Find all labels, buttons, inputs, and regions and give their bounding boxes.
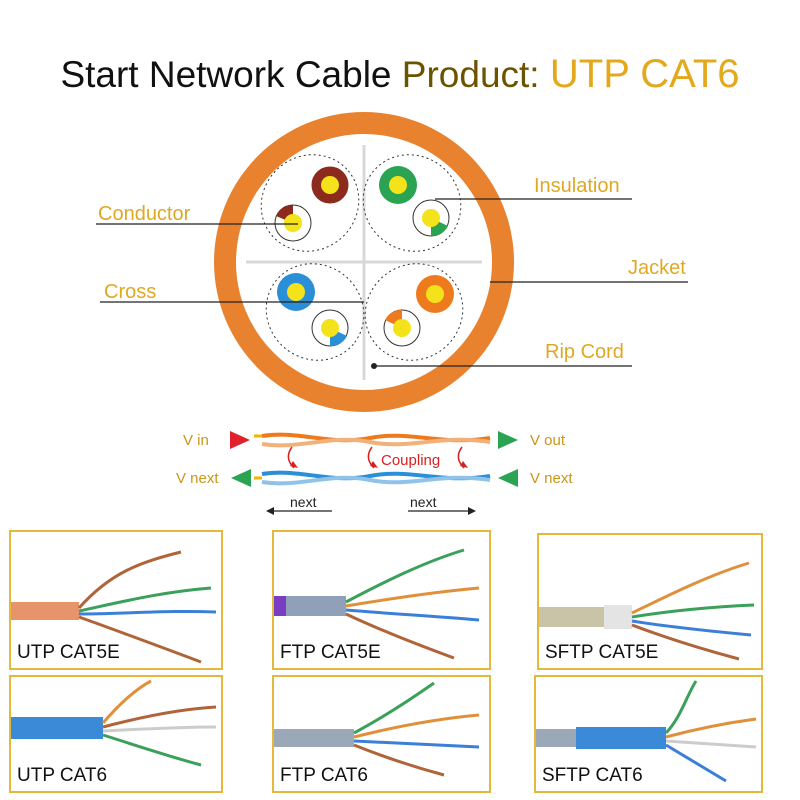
label-insulation: Insulation xyxy=(534,175,620,197)
pair-orange xyxy=(383,275,454,347)
leader-lines xyxy=(96,198,688,367)
cable-label: SFTP CAT5E xyxy=(545,642,659,663)
next-left-label: next xyxy=(290,494,317,510)
pair-green xyxy=(379,166,450,237)
v-next-left-label: V next xyxy=(176,470,219,487)
cable-illustration-utp-cat6 xyxy=(11,679,217,767)
cable-box-ftp-cat6: FTP CAT6 xyxy=(272,675,491,793)
page-title: Start Network Cable Product: UTP CAT6 xyxy=(0,52,800,97)
cable-illustration-utp-cat5e xyxy=(11,550,217,664)
cable-label: UTP CAT5E xyxy=(17,642,120,663)
v-next-right-arrow xyxy=(498,469,518,487)
cable-label: FTP CAT5E xyxy=(280,642,381,663)
coupling-label: Coupling xyxy=(381,452,440,469)
title-product-label: Product: xyxy=(401,54,540,95)
cable-label: UTP CAT6 xyxy=(17,765,108,786)
cross-separator xyxy=(246,145,482,380)
v-in-label: V in xyxy=(183,432,209,449)
cable-illustration-sftp-cat5e xyxy=(539,561,755,661)
cable-box-utp-cat5e: UTP CAT5E xyxy=(9,530,223,670)
title-main: Start Network Cable xyxy=(60,54,392,95)
cable-box-sftp-cat5e: SFTP CAT5E xyxy=(537,533,763,670)
label-rip-cord: Rip Cord xyxy=(545,341,624,363)
v-out-arrow xyxy=(498,431,518,449)
v-next-left-arrow xyxy=(231,469,251,487)
cable-label: SFTP CAT6 xyxy=(542,765,643,786)
label-jacket: Jacket xyxy=(628,257,686,279)
cable-illustration-ftp-cat5e xyxy=(274,548,480,660)
cable-illustration-sftp-cat6 xyxy=(536,680,757,783)
label-cross: Cross xyxy=(104,281,156,303)
pair-outlines xyxy=(260,154,464,361)
title-product-value: UTP CAT6 xyxy=(549,52,740,96)
v-next-right-label: V next xyxy=(530,470,573,487)
signal-diagram: Coupling V in V next V out V next next n… xyxy=(176,431,573,515)
next-right-label: next xyxy=(410,494,437,510)
cable-box-sftp-cat6: SFTP CAT6 xyxy=(534,675,763,793)
cable-box-ftp-cat5e: FTP CAT5E xyxy=(272,530,491,670)
label-conductor: Conductor xyxy=(98,203,191,225)
cable-box-utp-cat6: UTP CAT6 xyxy=(9,675,223,793)
v-in-arrow xyxy=(230,431,250,449)
pair-brown xyxy=(274,165,350,242)
v-out-label: V out xyxy=(530,432,566,449)
cable-illustration-ftp-cat6 xyxy=(274,681,480,777)
cable-label: FTP CAT6 xyxy=(280,765,368,786)
